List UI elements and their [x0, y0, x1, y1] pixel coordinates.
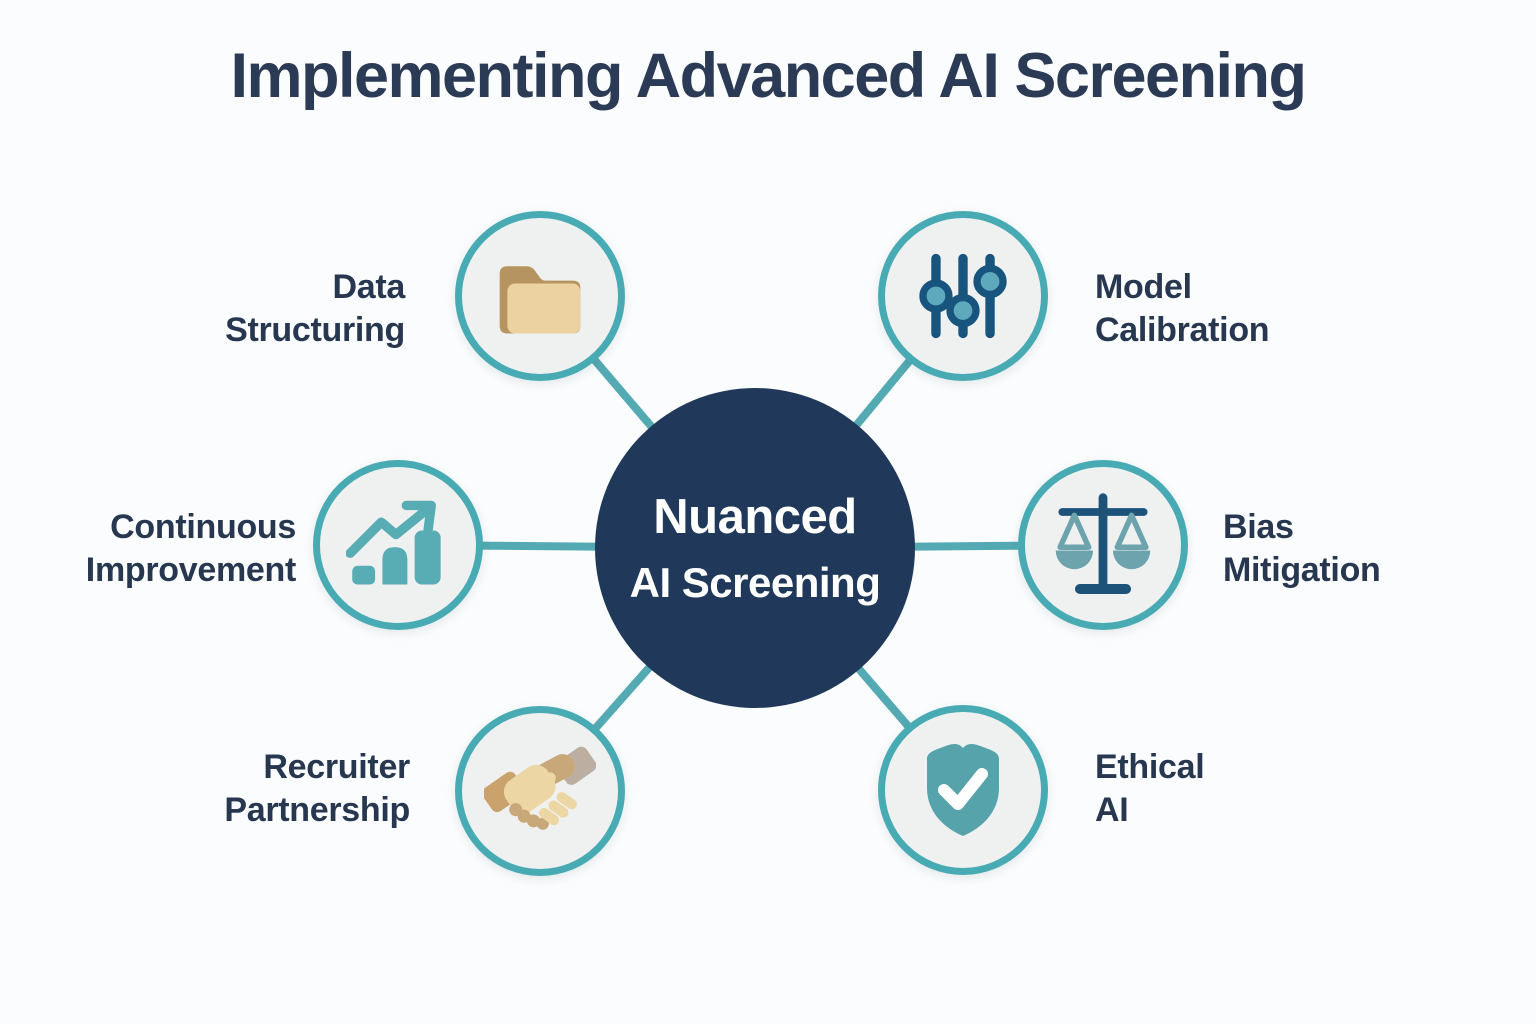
folder-icon: [499, 266, 581, 334]
label-line: AI: [1095, 791, 1129, 830]
label-line: Structuring: [225, 311, 405, 350]
label-bias-mitigation: Bias Mitigation: [1223, 506, 1523, 592]
label-line: Partnership: [224, 791, 410, 830]
label-line: Improvement: [85, 551, 297, 590]
growth-chart-icon: [346, 500, 441, 585]
label-line: Mitigation: [1223, 551, 1381, 590]
label-line: Bias: [1223, 508, 1294, 546]
label-line: Ethical: [1095, 748, 1205, 786]
shield-check-icon: [927, 744, 999, 836]
node-ethical-ai: [878, 705, 1048, 875]
center-hub-title-line2: AI Screening: [629, 559, 881, 606]
handshake-icon: [484, 746, 596, 830]
center-hub-circle: Nuanced AI Screening: [595, 388, 915, 708]
scales-icon: [1055, 493, 1151, 594]
center-hub-title-line1: Nuanced: [653, 490, 857, 544]
label-continuous-improvement: Continuous Improvement: [0, 506, 297, 592]
label-model-calibration: Model Calibration: [1095, 266, 1455, 352]
node-continuous-improvement: [313, 460, 483, 630]
node-bias-mitigation: [1018, 460, 1188, 630]
label-line: Model: [1095, 268, 1192, 306]
sliders-icon: [919, 253, 1007, 339]
node-model-calibration: [878, 211, 1048, 381]
label-line: Continuous: [110, 508, 296, 546]
page-title: Implementing Advanced AI Screening: [230, 41, 1307, 111]
label-line: Calibration: [1095, 311, 1270, 350]
label-recruiter-partnership: Recruiter Partnership: [80, 746, 410, 832]
label-ethical-ai: Ethical AI: [1095, 746, 1335, 832]
label-line: Data: [332, 268, 406, 306]
label-data-structuring: Data Structuring: [60, 266, 405, 352]
node-recruiter-partnership: [455, 706, 625, 876]
label-line: Recruiter: [263, 748, 410, 786]
node-data-structuring: [455, 211, 625, 381]
